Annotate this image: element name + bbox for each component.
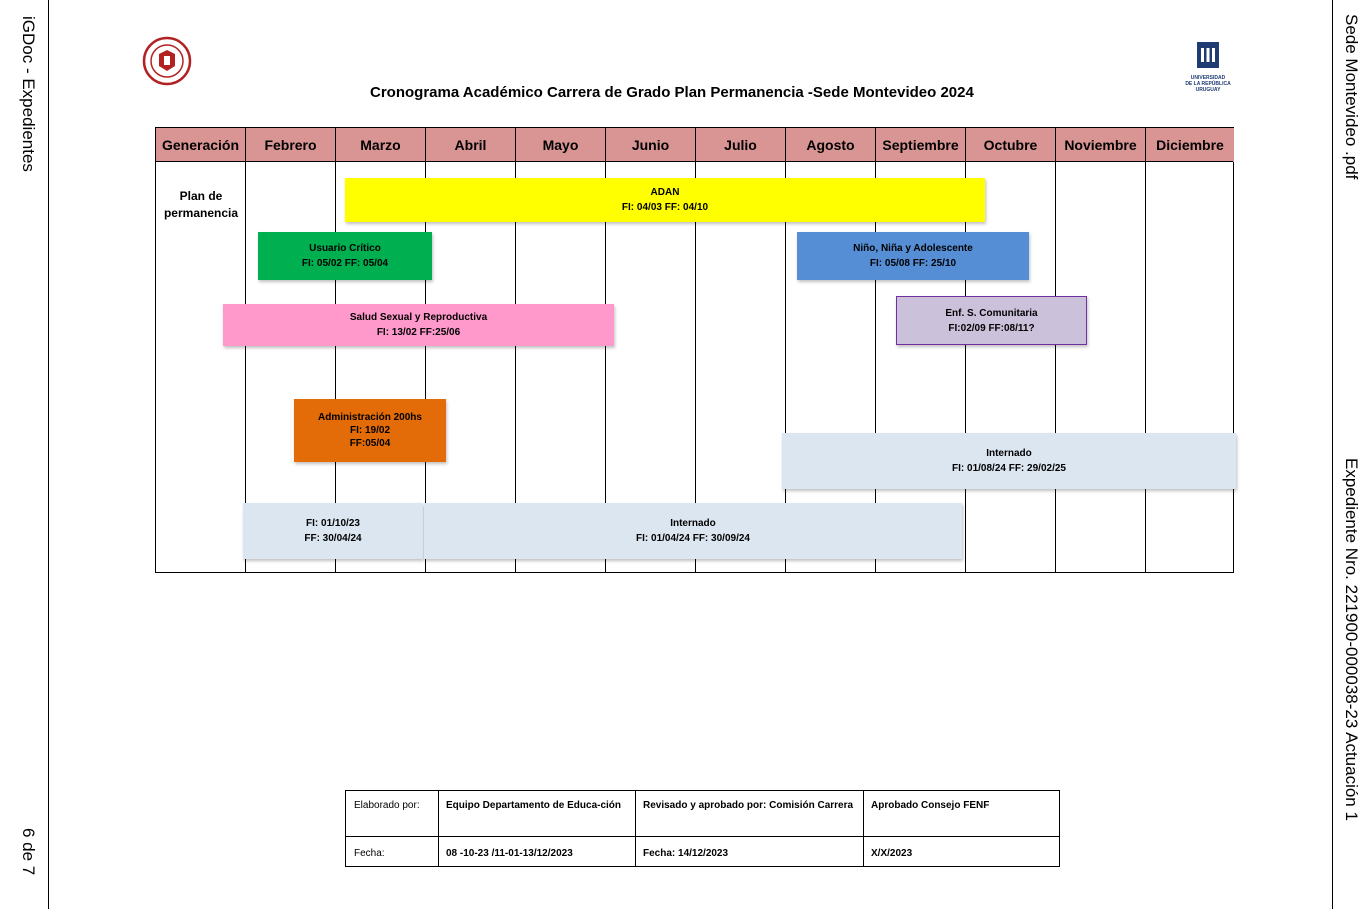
- approval-table: Elaborado por: Equipo Departamento de Ed…: [345, 790, 1060, 867]
- aprobado-label: Aprobado Consejo FENF: [871, 800, 990, 811]
- bar-salud-sexual: Salud Sexual y Reproductiva FI: 13/02 FF…: [223, 304, 614, 346]
- column-divider: [515, 162, 516, 572]
- column-divider: [1055, 162, 1056, 572]
- bar-adan-dates: FI: 04/03 FF: 04/10: [621, 202, 709, 213]
- column-divider: [1145, 162, 1146, 572]
- header-julio: Julio: [696, 128, 786, 162]
- file-name: Sede Montevideo .pdf: [1342, 14, 1361, 180]
- page-title: Cronograma Académico Carrera de Grado Pl…: [370, 84, 974, 101]
- bar-usuario-dates: FI: 05/02 FF: 05/04: [301, 258, 389, 269]
- bar-internado2-dates: FI: 01/08/24 FF: 29/02/25: [952, 463, 1066, 474]
- bar-admin-end: FF:05/04: [349, 438, 391, 449]
- right-margin: Sede Montevideo .pdf Expediente Nro. 221…: [1332, 0, 1371, 909]
- column-divider: [875, 162, 876, 572]
- column-divider: [965, 162, 966, 572]
- page-indicator: 6 de 7: [19, 828, 38, 876]
- bar-admin-start: FI: 19/02: [349, 425, 391, 436]
- column-divider: [785, 162, 786, 572]
- bar-usuario-critico: Usuario Crítico FI: 05/02 FF: 05/04: [258, 232, 432, 280]
- bar-admin-title: Administración 200hs: [318, 412, 422, 423]
- elaborado-label: Elaborado por:: [354, 800, 420, 811]
- university-emblem-icon: [1197, 42, 1219, 68]
- header-diciembre: Diciembre: [1146, 128, 1234, 162]
- left-margin: iGDoc - Expedientes 6 de 7: [0, 0, 49, 909]
- bar-prev-start: FI: 01/10/23: [306, 518, 360, 529]
- column-divider: [335, 162, 336, 572]
- header-octubre: Octubre: [966, 128, 1056, 162]
- bar-nino-dates: FI: 05/08 FF: 25/10: [869, 258, 957, 269]
- schedule-table: Generación Febrero Marzo Abril Mayo Juni…: [155, 127, 1234, 573]
- bar-enf-dates: FI:02/09 FF:08/11?: [948, 322, 1035, 334]
- university-line-3: URUGUAY: [1195, 87, 1221, 93]
- bar-salud-title: Salud Sexual y Reproductiva: [349, 312, 488, 323]
- bar-internado1-title: Internado: [670, 518, 716, 529]
- header-septiembre: Septiembre: [876, 128, 966, 162]
- column-divider: [245, 162, 246, 572]
- column-divider: [635, 791, 636, 866]
- bar-internado-2: Internado FI: 01/08/24 FF: 29/02/25: [782, 433, 1236, 489]
- university-line-2: DE LA REPÚBLICA: [1185, 81, 1231, 87]
- faculty-seal-icon: [140, 36, 194, 86]
- revisado-label: Revisado y aprobado por: Comisión Carrer…: [643, 800, 854, 811]
- header-noviembre: Noviembre: [1056, 128, 1146, 162]
- generation-label: Plan de permanencia: [156, 188, 246, 222]
- header-agosto: Agosto: [786, 128, 876, 162]
- bar-adan-title: ADAN: [650, 187, 680, 198]
- bar-enf-comunitaria: Enf. S. Comunitaria FI:02/09 FF:08/11?: [896, 296, 1087, 345]
- bar-salud-dates: FI: 13/02 FF:25/06: [376, 327, 461, 338]
- row-divider: [346, 836, 1059, 837]
- generation-label-line-2: permanencia: [163, 206, 239, 220]
- bar-usuario-title: Usuario Crítico: [309, 243, 381, 254]
- bar-internado2-title: Internado: [986, 448, 1032, 459]
- column-divider: [605, 162, 606, 572]
- header-generacion: Generación: [156, 128, 246, 162]
- fecha-label: Fecha:: [354, 848, 385, 859]
- header-marzo: Marzo: [336, 128, 426, 162]
- bar-adan: ADAN FI: 04/03 FF: 04/10: [345, 178, 985, 222]
- column-divider: [695, 162, 696, 572]
- bar-administracion: Administración 200hs FI: 19/02 FF:05/04: [294, 399, 446, 462]
- column-divider: [863, 791, 864, 866]
- fecha-revisado: Fecha: 14/12/2023: [643, 848, 729, 859]
- bar-nino-nina-adolescente: Niño, Niña y Adolescente FI: 05/08 FF: 2…: [797, 232, 1029, 280]
- column-divider: [438, 791, 439, 866]
- bar-enf-title: Enf. S. Comunitaria: [945, 307, 1038, 319]
- university-line-1: UNIVERSIDAD: [1190, 75, 1226, 81]
- bar-internado-1: Internado FI: 01/04/24 FF: 30/09/24: [424, 503, 962, 559]
- header-mayo: Mayo: [516, 128, 606, 162]
- column-divider: [425, 162, 426, 572]
- fecha-aprobado: X/X/2023: [871, 848, 913, 859]
- bar-nino-title: Niño, Niña y Adolescente: [853, 243, 973, 254]
- bar-prev-end: FF: 30/04/24: [304, 533, 362, 544]
- header-febrero: Febrero: [246, 128, 336, 162]
- bar-internado-prev: FI: 01/10/23 FF: 30/04/24: [243, 503, 423, 559]
- elaborado-value: Equipo Departamento de Educa-ción: [446, 800, 622, 811]
- expediente-number: Expediente Nro. 221900-000038-23 Actuaci…: [1342, 458, 1361, 821]
- university-logo: UNIVERSIDAD DE LA REPÚBLICA URUGUAY: [1178, 40, 1238, 96]
- bar-internado1-dates: FI: 01/04/24 FF: 30/09/24: [636, 533, 750, 544]
- header-junio: Junio: [606, 128, 696, 162]
- fecha-value: 08 -10-23 /11-01-13/12/2023: [446, 848, 573, 859]
- header-divider: [156, 161, 1233, 162]
- system-name: iGDoc - Expedientes: [19, 16, 38, 172]
- header-abril: Abril: [426, 128, 516, 162]
- generation-label-line-1: Plan de: [179, 189, 223, 203]
